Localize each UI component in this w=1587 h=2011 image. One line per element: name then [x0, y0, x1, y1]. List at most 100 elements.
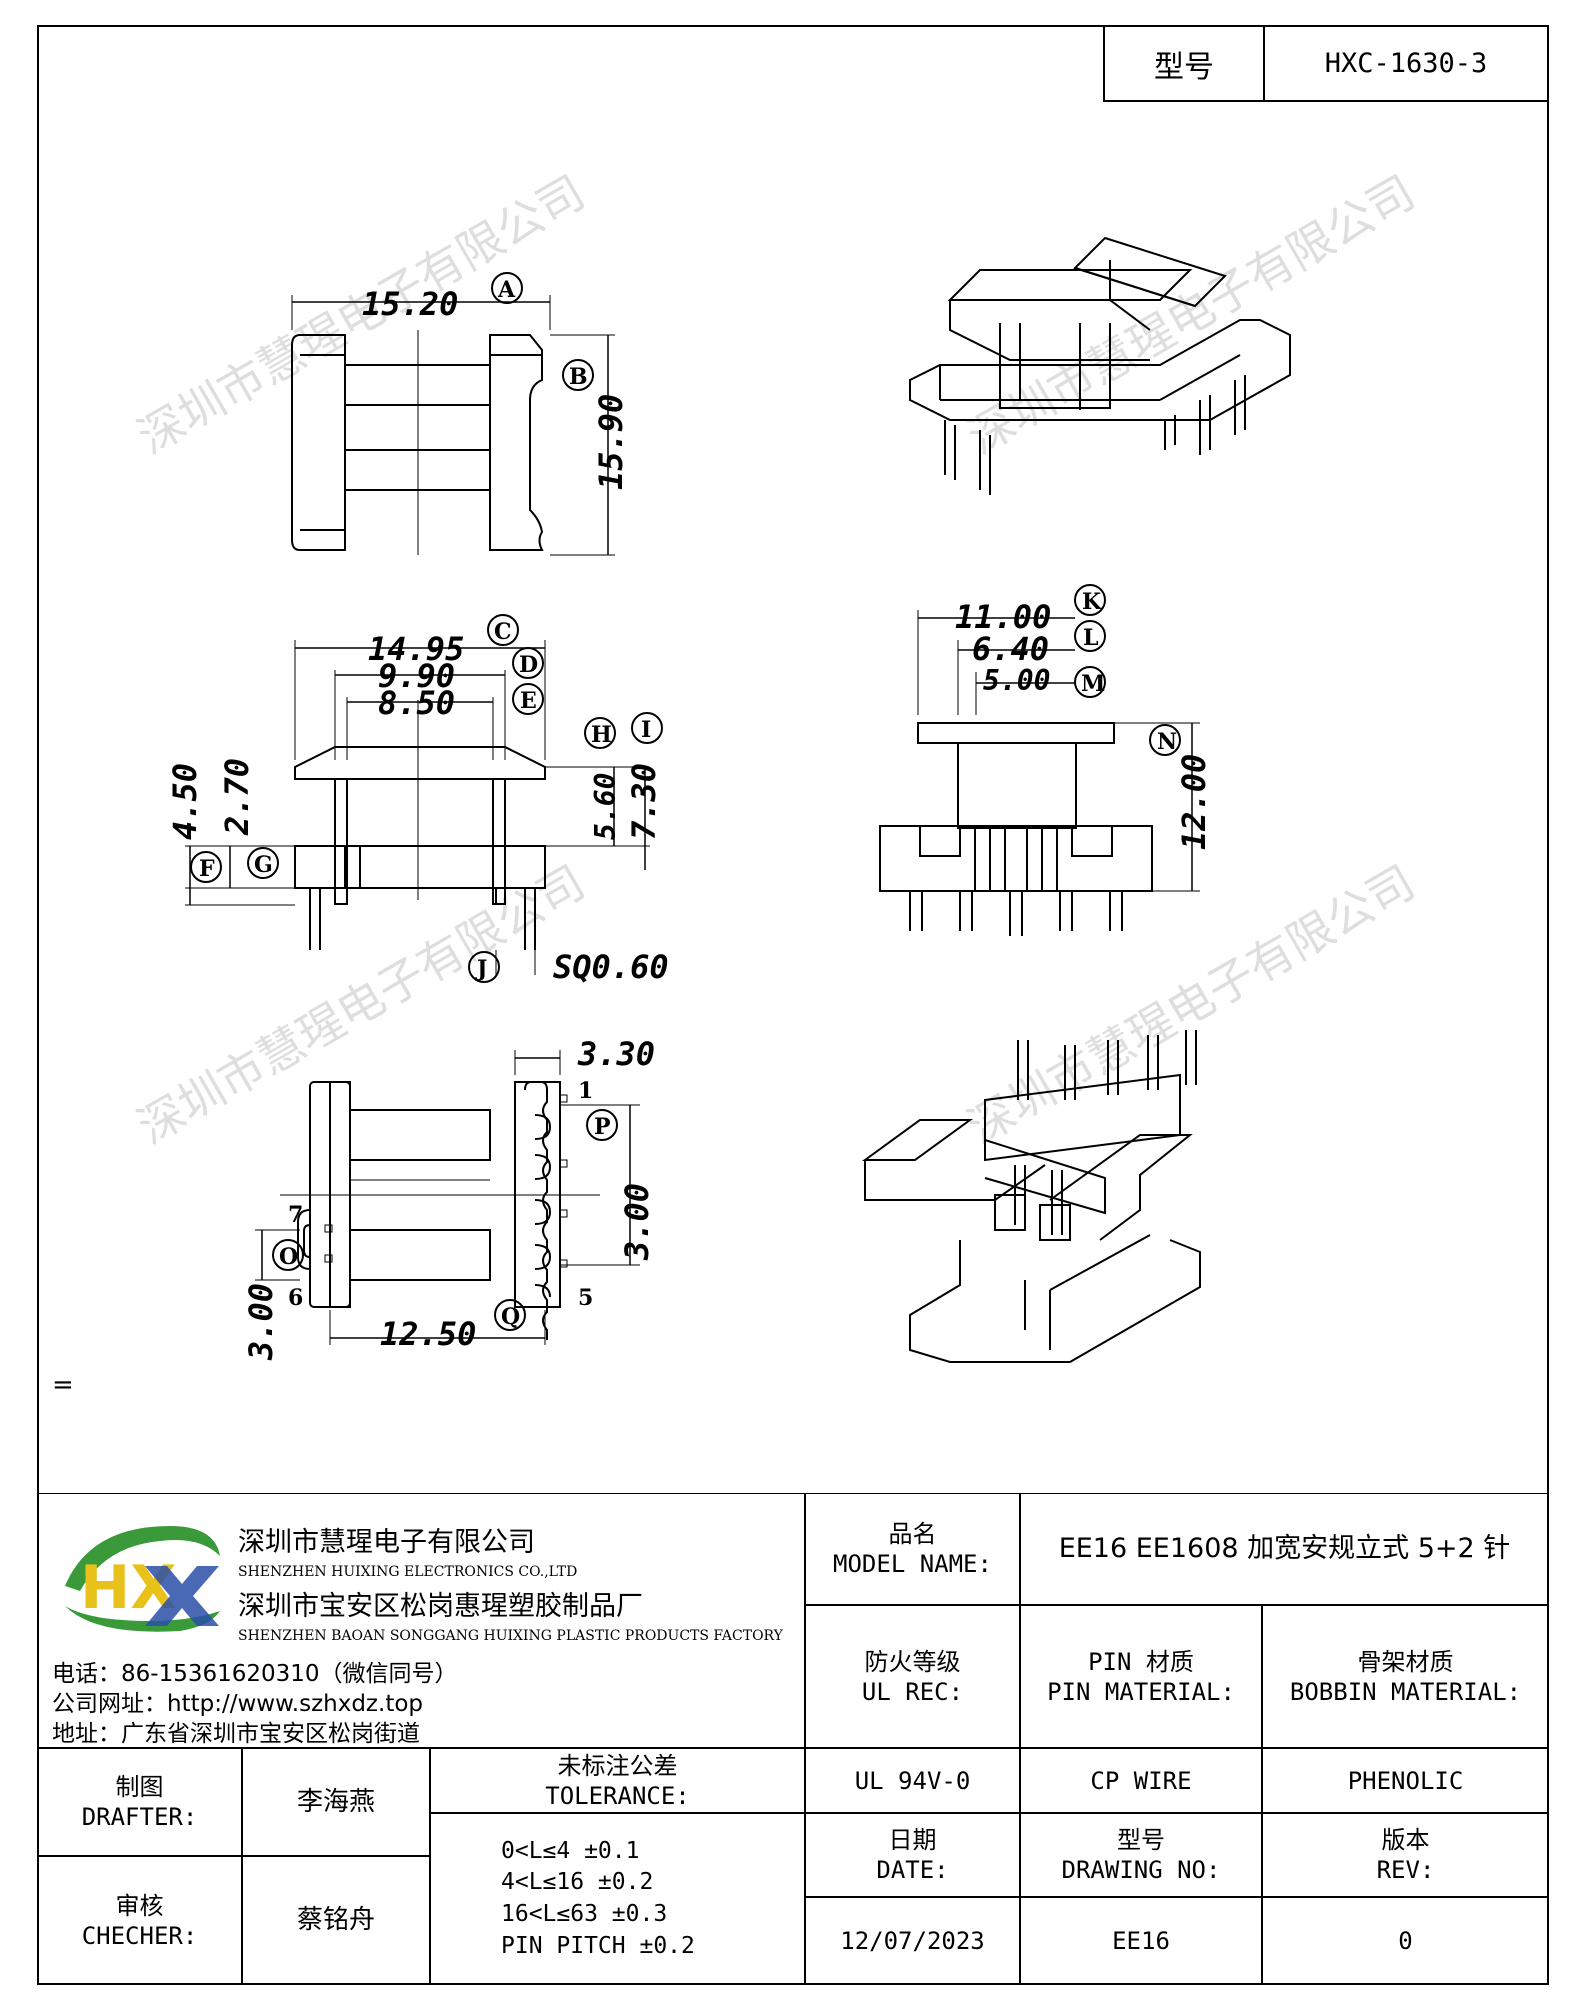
ul-rec-value: UL 94V-0: [805, 1748, 1020, 1813]
tolerance-label: 未标注公差 TOLERANCE:: [430, 1748, 805, 1813]
dim-C-marker: [487, 614, 519, 646]
dim-M-marker: [1074, 666, 1106, 698]
tolerance-row: PIN PITCH ±0.2: [501, 1932, 695, 1959]
checker-label: 审核 CHECHER:: [37, 1856, 242, 1985]
tolerance-label-cn: 未标注公差: [557, 1751, 678, 1780]
pin-number-7: 7: [288, 1202, 303, 1228]
bobbin-material-value-text: PHENOLIC: [1347, 1766, 1464, 1795]
dim-E-marker: [512, 683, 544, 715]
dim-D-marker: [512, 647, 544, 679]
company-logo-icon: HX: [65, 1526, 220, 1632]
ul-rec-label-en: UL REC:: [861, 1677, 964, 1706]
ul-rec-label: 防火等级 UL REC:: [805, 1605, 1020, 1748]
bobbin-material-label-en: BOBBIN MATERIAL:: [1289, 1677, 1522, 1706]
dim-D-letter: D: [519, 652, 538, 678]
dim-H-value: 5.60: [589, 773, 622, 840]
tolerance-label-en: TOLERANCE:: [545, 1781, 690, 1810]
drawing-no-label-cn: 型号: [1117, 1826, 1165, 1854]
dim-G-letter: G: [254, 852, 273, 878]
dim-J-marker: [468, 951, 500, 983]
date-label: 日期 DATE:: [805, 1813, 1020, 1897]
tolerance-row: 0<L≤4 ±0.1: [501, 1837, 640, 1864]
rev-label: 版本 REV:: [1262, 1813, 1549, 1897]
dim-B-letter: B: [569, 364, 588, 390]
dim-J-value: SQ0.60: [553, 948, 669, 986]
company-phone: 电话：86-15361620310（微信同号）: [52, 1661, 458, 1687]
dim-B-value: 15.90: [592, 394, 630, 490]
stray-mark: =: [52, 1370, 74, 1400]
dim-C-letter: C: [494, 619, 512, 645]
isometric-view-bottom: [861, 1030, 1201, 1363]
checker-value: 蔡铭舟: [242, 1856, 430, 1985]
dim-I-marker: [631, 712, 663, 744]
rev-label-en: REV:: [1376, 1856, 1435, 1884]
technical-drawing: 深圳市慧瑆电子有限公司 深圳市慧瑆电子有限公司 深圳市慧瑆电子有限公司 深圳市慧…: [129, 165, 1424, 1363]
dim-H-letter: H: [591, 722, 612, 748]
dim-O-letter: O: [279, 1244, 298, 1270]
isometric-view-top: [909, 236, 1291, 495]
dim-Q-value: 12.50: [380, 1315, 476, 1353]
checker-label-en: CHECHER:: [81, 1921, 198, 1950]
dim-P-value: 3.30: [577, 1035, 655, 1073]
bobbin-material-label-cn: 骨架材质: [1357, 1647, 1454, 1676]
pin-material-label: PIN 材质 PIN MATERIAL:: [1020, 1605, 1262, 1748]
pin-material-label-en: PIN MATERIAL:: [1047, 1677, 1235, 1706]
watermark-4: 深圳市慧瑆电子有限公司: [959, 855, 1424, 1155]
model-name-label-en: MODEL NAME:: [833, 1550, 992, 1578]
company-name-cn: 深圳市慧瑆电子有限公司: [238, 1527, 535, 1558]
date-label-en: DATE:: [876, 1856, 949, 1884]
dim-F-marker: [190, 851, 222, 883]
dim-Q-marker: [494, 1299, 526, 1331]
dim-A-value: 15.20: [362, 285, 458, 323]
dim-K-marker: [1074, 584, 1106, 616]
dim-M-value: 5.00: [983, 664, 1050, 697]
dim-G-value: 2.70: [218, 758, 256, 836]
rev-label-cn: 版本: [1381, 1826, 1430, 1854]
dim-P2-value: 3.00: [618, 1183, 656, 1261]
dim-P-letter: P: [594, 1114, 611, 1140]
dim-F-letter: F: [199, 856, 215, 882]
factory-name-cn: 深圳市宝安区松岗惠瑆塑胶制品厂: [238, 1591, 643, 1622]
dim-N-marker: [1149, 724, 1181, 756]
model-number-label: 型号: [1105, 27, 1265, 100]
company-address: 地址：广东省深圳市宝安区松岗街道: [52, 1721, 420, 1747]
dim-O-marker: [272, 1239, 304, 1271]
tolerance-row: 4<L≤16 ±0.2: [501, 1869, 654, 1896]
drawing-no-label: 型号 DRAWING NO:: [1020, 1813, 1262, 1897]
dim-I-letter: I: [641, 717, 651, 743]
pin-number-1: 1: [578, 1078, 593, 1104]
factory-name-en: SHENZHEN BAOAN SONGGANG HUIXING PLASTIC …: [238, 1628, 783, 1644]
dim-H-marker: [584, 717, 616, 749]
dim-E-value: 8.50: [378, 684, 455, 722]
dim-M-letter: M: [1081, 671, 1105, 697]
pin-material-value: CP WIRE: [1020, 1748, 1262, 1813]
dim-E-letter: E: [520, 688, 537, 714]
pin-material-label-cn: PIN 材质: [1088, 1647, 1194, 1676]
company-name-en: SHENZHEN HUIXING ELECTRONICS CO.,LTD: [238, 1564, 578, 1580]
drafter-label: 制图 DRAFTER:: [37, 1748, 242, 1856]
model-name-label: 品名 MODEL NAME:: [805, 1493, 1020, 1605]
dim-L-value: 6.40: [972, 630, 1049, 668]
bobbin-material-label: 骨架材质 BOBBIN MATERIAL:: [1262, 1605, 1549, 1748]
dim-J-letter: J: [475, 956, 487, 982]
dim-B-marker: [562, 359, 594, 391]
side-view: [879, 610, 1200, 936]
dim-P-marker: [586, 1109, 618, 1141]
ul-rec-value-text: UL 94V-0: [854, 1766, 971, 1795]
front-view: [185, 640, 650, 975]
model-name-value: EE16 EE1608 加宽安规立式 5+2 针: [1020, 1493, 1549, 1605]
dim-K-value: 11.00: [955, 598, 1051, 636]
bottom-view: [255, 1050, 640, 1345]
model-number-box: 型号 HXC-1630-3: [1103, 25, 1549, 102]
drawing-no-value: EE16: [1020, 1897, 1262, 1985]
dim-K-letter: K: [1082, 589, 1102, 615]
drafter-label-cn: 制图: [115, 1773, 164, 1801]
checker-label-cn: 审核: [115, 1891, 164, 1920]
top-view: [291, 295, 615, 556]
dim-I-value: 7.30: [625, 763, 663, 840]
drawing-no-label-en: DRAWING NO:: [1061, 1856, 1221, 1884]
date-value: 12/07/2023: [805, 1897, 1020, 1985]
tolerance-row: 16<L≤63 ±0.3: [501, 1901, 668, 1927]
company-website: 公司网址：http://www.szhxdz.top: [52, 1691, 424, 1717]
drafter-label-en: DRAFTER:: [81, 1803, 198, 1831]
